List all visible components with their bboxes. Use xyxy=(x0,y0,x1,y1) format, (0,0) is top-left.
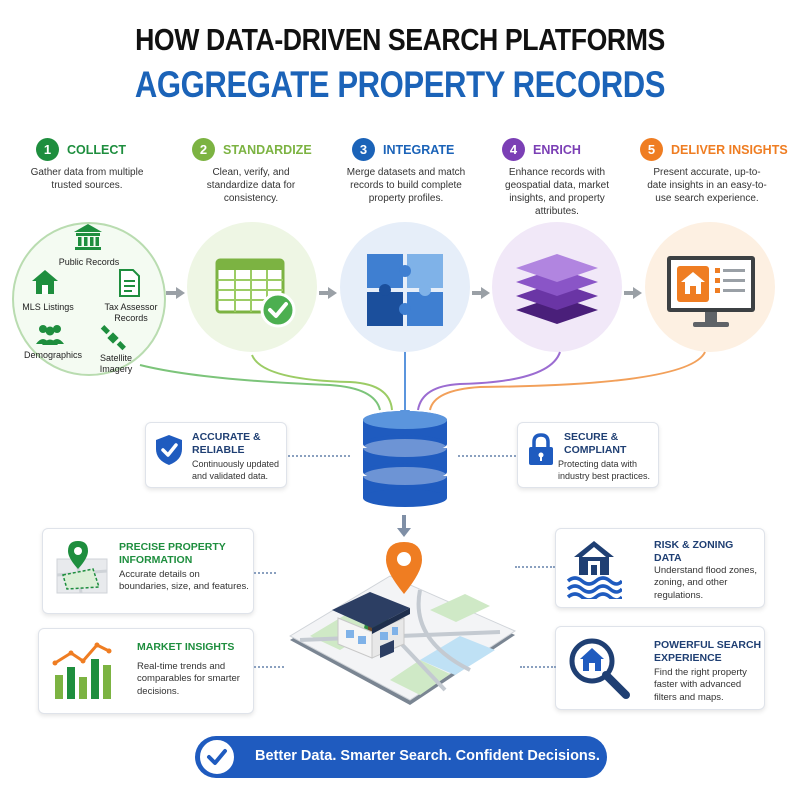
map-house-illustration xyxy=(288,542,517,705)
step-number: 1 xyxy=(36,138,59,161)
step-number: 4 xyxy=(502,138,525,161)
step-deliver-desc: Present accurate, up-to-date insights in… xyxy=(647,167,767,204)
step-number: 2 xyxy=(192,138,215,161)
step-standardize-desc: Clean, verify, and standardize data for … xyxy=(206,167,296,204)
puzzle-icon xyxy=(367,254,443,326)
house-icon xyxy=(32,270,58,294)
step-collect-desc: Gather data from multiple trusted source… xyxy=(30,167,144,191)
connector-lines xyxy=(139,351,706,420)
down-arrow-shaft xyxy=(402,515,406,529)
integrate-circle xyxy=(340,222,470,352)
dotted-connector xyxy=(288,455,350,457)
source-mls: MLS Listings xyxy=(22,302,74,312)
card-desc: Understand flood zones, zoning, and othe… xyxy=(654,565,757,601)
source-satellite: Satellite Imagery xyxy=(99,353,133,374)
database-icon xyxy=(363,411,447,507)
step-label: ENRICH xyxy=(533,142,581,157)
step-enrich: 4 ENRICH xyxy=(502,138,581,161)
card-desc: Real-time trends and comparables for sma… xyxy=(137,661,240,697)
flow-arrowhead xyxy=(176,287,185,299)
card-desc: Protecting data with industry best pract… xyxy=(558,459,651,481)
step-label: COLLECT xyxy=(67,142,127,157)
step-integrate: 3 INTEGRATE xyxy=(352,138,454,161)
card-desc: Continuously updated and validated data. xyxy=(192,459,280,481)
card-risk: RISK & ZONING DATA Understand flood zone… xyxy=(555,528,765,608)
check-icon xyxy=(207,749,227,765)
map-pin-parcel-icon xyxy=(56,541,108,594)
spreadsheet-check-icon xyxy=(215,258,296,328)
source-public-records: Public Records xyxy=(58,257,120,267)
satellite-icon xyxy=(100,325,126,351)
title-line-2: AGGREGATE PROPERTY RECORDS xyxy=(134,64,666,105)
card-title: RISK & ZONING DATA xyxy=(654,539,734,565)
source-demographics: Demographics xyxy=(23,350,83,360)
card-precise: PRECISE PROPERTY INFORMATION Accurate de… xyxy=(42,528,254,614)
bar-chart-trend-icon xyxy=(52,642,112,699)
card-market: MARKET INSIGHTS Real-time trends and com… xyxy=(38,628,254,714)
card-desc: Accurate details on boundaries, size, an… xyxy=(119,569,249,593)
source-tax-assessor: Tax Assessor Records xyxy=(104,302,158,323)
shield-check-icon xyxy=(156,435,182,465)
down-arrowhead xyxy=(397,528,411,537)
card-title: MARKET INSIGHTS xyxy=(137,641,235,653)
document-icon xyxy=(119,269,140,297)
step-standardize: 2 STANDARDIZE xyxy=(192,138,312,161)
card-accurate: ACCURATE & RELIABLE Continuously updated… xyxy=(145,422,287,488)
flow-arrowhead xyxy=(633,287,642,299)
lock-icon xyxy=(529,433,553,465)
magnifier-house-icon xyxy=(569,638,630,699)
card-desc: Find the right property faster with adva… xyxy=(654,667,747,703)
flow-arrowhead xyxy=(328,287,337,299)
dotted-connector xyxy=(254,666,284,668)
step-number: 5 xyxy=(640,138,663,161)
flow-arrow xyxy=(624,291,635,295)
tagline-bar: Better Data. Smarter Search. Confident D… xyxy=(195,736,607,778)
dotted-connector xyxy=(520,666,556,668)
flow-arrowhead xyxy=(481,287,490,299)
flow-arrow xyxy=(319,291,330,295)
card-title: POWERFUL SEARCH EXPERIENCE xyxy=(654,639,762,665)
people-icon xyxy=(36,325,64,345)
flow-arrow xyxy=(472,291,483,295)
step-deliver: 5 DELIVER INSIGHTS xyxy=(640,138,788,161)
layers-icon xyxy=(516,254,598,324)
step-collect: 1 COLLECT xyxy=(36,138,126,161)
tagline-text: Better Data. Smarter Search. Confident D… xyxy=(255,748,600,764)
step-integrate-desc: Merge datasets and match records to buil… xyxy=(346,167,466,204)
dotted-connector xyxy=(458,455,516,457)
card-search: POWERFUL SEARCH EXPERIENCE Find the righ… xyxy=(555,626,765,710)
card-title: PRECISE PROPERTY INFORMATION xyxy=(119,541,226,567)
card-title: ACCURATE & RELIABLE xyxy=(192,431,261,457)
card-secure: SECURE & COMPLIANT Protecting data with … xyxy=(517,422,659,488)
flow-arrow xyxy=(166,291,178,295)
check-badge xyxy=(197,737,237,777)
dotted-connector xyxy=(515,566,555,568)
flood-house-icon xyxy=(566,541,622,599)
step-label: DELIVER INSIGHTS xyxy=(671,142,788,157)
step-label: INTEGRATE xyxy=(383,142,455,157)
step-number: 3 xyxy=(352,138,375,161)
step-label: STANDARDIZE xyxy=(223,142,312,157)
card-title: SECURE & COMPLIANT xyxy=(564,431,627,457)
monitor-icon xyxy=(667,256,755,327)
dotted-connector xyxy=(254,572,276,574)
bank-icon xyxy=(74,224,102,250)
step-enrich-desc: Enhance records with geospatial data, ma… xyxy=(505,167,609,217)
title-line-1: HOW DATA-DRIVEN SEARCH PLATFORMS xyxy=(135,22,665,57)
